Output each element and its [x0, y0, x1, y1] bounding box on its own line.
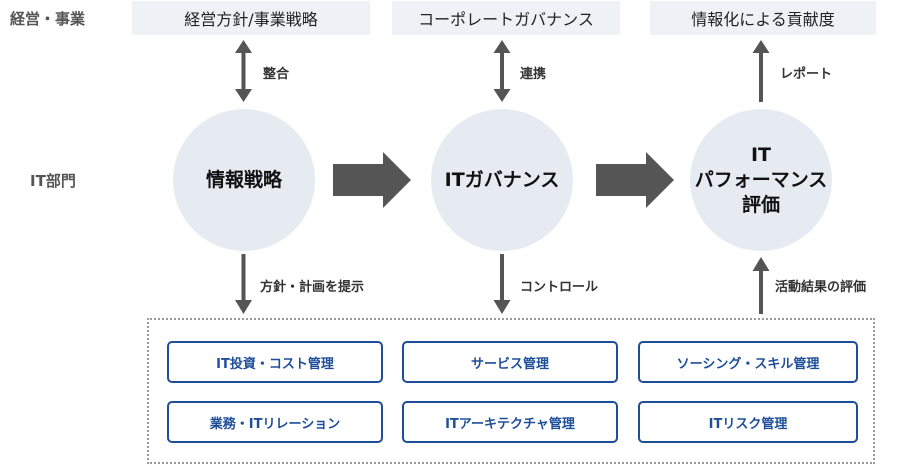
double-arrow-seigou — [235, 40, 252, 102]
block-arrow-governance-to-performance — [596, 152, 674, 208]
edge-label-policy: 方針・計画を提示 — [260, 280, 365, 295]
process-group — [147, 318, 875, 464]
edge-label-report: レポート — [780, 67, 833, 82]
circle-info-strategy-label: 情報戦略 — [205, 168, 282, 191]
top-box-business-strategy: 経営方針/事業戦略 — [132, 1, 370, 35]
process-business-it-relation: 業務・ITリレーション — [167, 401, 383, 443]
circle-it-performance: IT パフォーマンス 評価 — [690, 109, 832, 251]
process-it-architecture: ITアーキテクチャ管理 — [402, 401, 618, 443]
up-arrow-evaluation — [752, 257, 770, 314]
top-box-contribution: 情報化による貢献度 — [650, 1, 876, 35]
process-it-risk: ITリスク管理 — [638, 401, 858, 443]
edge-label-evaluation: 活動結果の評価 — [775, 280, 867, 295]
circle-it-performance-line-3: 評価 — [741, 193, 780, 216]
process-sourcing-skill: ソーシング・スキル管理 — [638, 341, 858, 383]
circle-it-performance-line-2: パフォーマンス — [694, 168, 828, 191]
edge-label-renkei: 連携 — [520, 67, 547, 82]
down-arrow-policy — [235, 254, 252, 314]
up-arrow-report — [752, 40, 770, 102]
process-service-management: サービス管理 — [402, 341, 618, 383]
row-label-it: IT部門 — [30, 172, 76, 190]
process-it-investment-cost: IT投資・コスト管理 — [167, 341, 383, 383]
circle-it-performance-line-1: IT — [750, 143, 772, 166]
top-box-corporate-governance: コーポレートガバナンス — [392, 1, 620, 35]
edge-label-seigou: 整合 — [263, 67, 290, 82]
block-arrow-strategy-to-governance — [333, 152, 411, 208]
circle-it-governance-label: ITガバナンス — [444, 168, 560, 191]
circle-it-governance: ITガバナンス — [431, 109, 573, 251]
edge-label-control: コントロール — [520, 280, 599, 295]
circle-info-strategy: 情報戦略 — [173, 109, 315, 251]
down-arrow-control — [493, 254, 511, 314]
row-label-business: 経営・事業 — [10, 10, 86, 28]
double-arrow-renkei — [493, 40, 511, 102]
